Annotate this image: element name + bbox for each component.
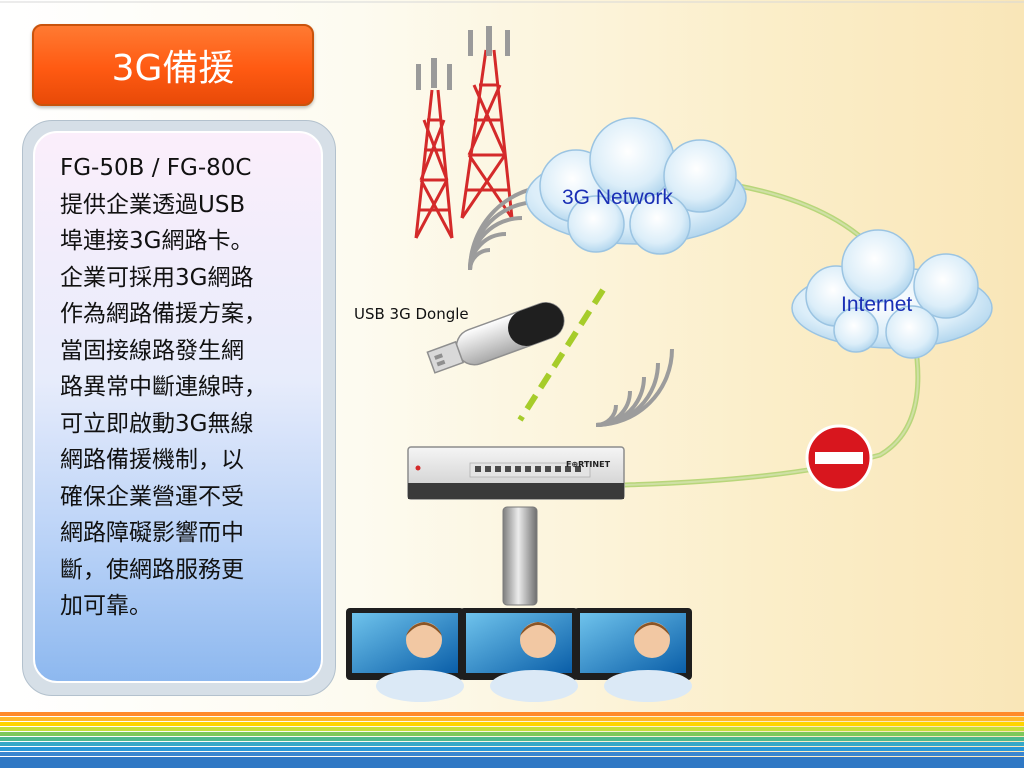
body-line: 加可靠。 <box>60 593 152 619</box>
body-line: 作為網路備援方案， <box>60 301 267 327</box>
signal-waves-icon <box>595 348 674 427</box>
network-link-curve <box>622 177 921 488</box>
cloud-internet-label: Internet <box>841 293 913 316</box>
device-brand-logo: F⊕RTINET <box>566 460 611 469</box>
dongle-label: USB 3G Dongle <box>354 305 469 323</box>
body-line: 可立即啟動3G無線 <box>60 410 254 437</box>
cloud-icon <box>791 229 993 359</box>
user-monitor-icon <box>346 608 464 702</box>
body-line: FG-50B / FG-80C <box>60 155 252 181</box>
usb-dongle-icon <box>426 302 565 374</box>
text-panel <box>33 131 323 683</box>
signal-waves-icon <box>468 184 555 271</box>
user-monitor-icon <box>574 608 692 702</box>
body-line: 斷，使網路服務更 <box>60 556 244 583</box>
body-line: 當固接線路發生網 <box>60 337 244 364</box>
body-line: 埠連接3G網路卡。 <box>60 228 254 254</box>
body-line: 路異常中斷連線時， <box>60 374 267 400</box>
body-line: 網路障礙影響而中 <box>60 520 244 546</box>
cloud-3g-label: 3G Network <box>562 186 673 209</box>
cloud-icon <box>525 117 747 255</box>
firewall-device-icon <box>407 446 625 500</box>
wireless-link-dashed <box>517 288 606 422</box>
user-monitor-icon <box>460 608 578 702</box>
slide-title: 3G備援 <box>32 24 314 106</box>
no-entry-icon <box>805 424 873 492</box>
body-line: 確保企業營運不受 <box>60 483 244 510</box>
tower-antennas <box>416 26 510 90</box>
body-line: 網路備援機制，以 <box>60 447 244 473</box>
network-post <box>502 506 538 606</box>
body-line: 提供企業透過USB <box>60 191 246 218</box>
panel-body-text: FG-50B / FG-80C 提供企業透過USB 埠連接3G網路卡。 企業可採… <box>60 150 310 625</box>
cell-tower-icon <box>414 49 514 239</box>
body-line: 企業可採用3G網路 <box>60 264 254 291</box>
footer-stripes <box>0 712 1024 768</box>
